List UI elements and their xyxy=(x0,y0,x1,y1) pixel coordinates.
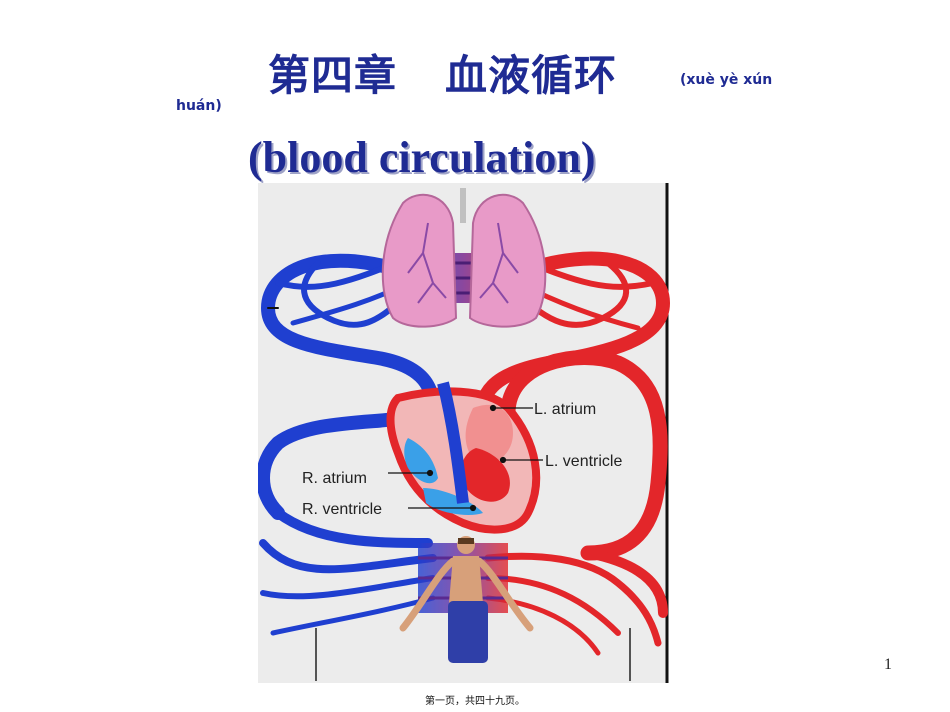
human-figure xyxy=(399,536,534,663)
title-pinyin-line2: huán) xyxy=(176,98,222,114)
heart xyxy=(386,381,541,534)
label-pointers xyxy=(388,404,543,512)
title-pinyin-line1: (xuè yè xún xyxy=(680,72,773,88)
label-r-atrium: R. atrium xyxy=(302,470,367,487)
slide-subtitle: (blood circulation) xyxy=(248,133,596,182)
slide-title: 第四章血液循环 xyxy=(268,42,617,103)
title-chapter: 第四章 xyxy=(268,51,398,100)
figure-covering xyxy=(448,601,488,663)
bottom-leader-lines xyxy=(315,628,631,681)
left-lung xyxy=(381,193,458,328)
left-ventricle-chamber xyxy=(461,448,510,502)
page-footer: 第一页，共四十九页。 xyxy=(425,696,525,707)
circulation-diagram: L. atrium L. ventricle R. atrium R. vent… xyxy=(258,183,670,683)
label-l-atrium: L. atrium xyxy=(534,401,596,418)
page-number: 1 xyxy=(884,656,892,673)
lungs xyxy=(381,188,547,328)
label-l-ventricle: L. ventricle xyxy=(545,453,622,470)
label-r-ventricle: R. ventricle xyxy=(302,501,382,518)
title-topic: 血液循环 xyxy=(445,51,618,100)
